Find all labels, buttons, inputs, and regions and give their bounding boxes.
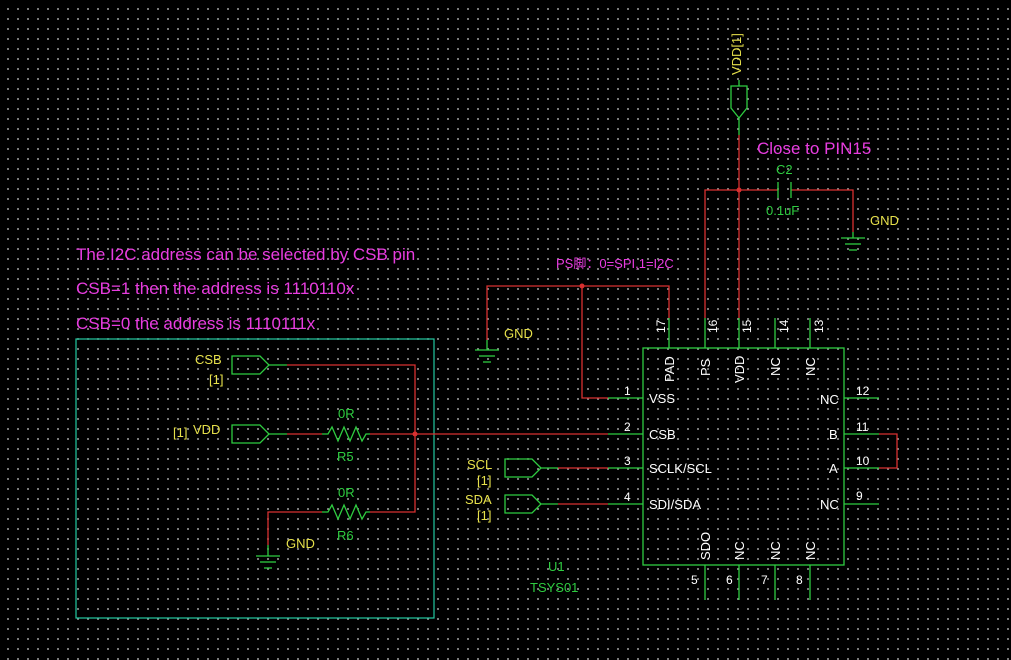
pin-name-nc7: NC	[768, 541, 783, 560]
r6-resistor-symbol	[322, 503, 370, 521]
ic-pin-stubs	[608, 318, 879, 600]
i2c-note-line3: CSB=0 the address is 1110111x	[76, 314, 316, 333]
scl-port-symbol	[504, 458, 542, 478]
i2c-note-line2: CSB=1 then the address is 1110110x	[76, 279, 355, 298]
pin-number-17: 17	[654, 319, 668, 333]
gnd-label-2: GND	[504, 326, 533, 341]
vdd-left-port-name: VDD	[193, 422, 220, 437]
pad-gnd-wire	[486, 285, 670, 340]
pin-name-nc6: NC	[732, 541, 747, 560]
c2-reference: C2	[776, 162, 793, 177]
gnd-label-3: GND	[286, 536, 315, 551]
pin-name-vss: VSS	[649, 391, 675, 406]
pin-number-8: 8	[796, 573, 803, 587]
csb-port-sheet: [1]	[209, 372, 223, 387]
pin-number-9: 9	[856, 489, 863, 503]
r6-reference: R6	[337, 528, 354, 543]
gnd-symbol-3	[256, 545, 280, 569]
c2-capacitor-symbol	[777, 182, 792, 198]
u1-part-number: TSYS01	[530, 580, 578, 595]
vdd-ps-wire	[704, 189, 778, 318]
vdd-top-port-label: VDD[1]	[729, 33, 744, 75]
pin-number-7: 7	[761, 573, 768, 587]
pin-number-13: 13	[812, 319, 826, 333]
gnd-symbol-1	[841, 232, 865, 251]
i2c-note-line1: The I2C address can be selected by CSB p…	[76, 245, 415, 264]
pin-number-1: 1	[624, 384, 631, 398]
csb-net-wire	[287, 364, 416, 513]
vdd-left-port-symbol	[231, 424, 270, 444]
pin-number-5: 5	[691, 573, 698, 587]
r5-resistor-symbol	[322, 425, 370, 443]
pin-name-sdo: SDO	[698, 532, 713, 560]
pin-name-nc12: NC	[820, 392, 839, 407]
pin-number-15: 15	[740, 319, 754, 333]
vss-wire	[581, 286, 608, 399]
scl-port-name: SCL	[467, 457, 492, 472]
pin-name-nc9: NC	[820, 497, 839, 512]
ab-loop-wire	[879, 433, 898, 469]
gnd-junction-dot	[579, 283, 585, 289]
ps-note: PS脚：0=SPI,1=I2C	[556, 256, 674, 271]
pin-name-b: B	[829, 427, 838, 442]
pin-name-sdi: SDI/SDA	[649, 497, 701, 512]
pin-number-12: 12	[856, 384, 870, 398]
pin-number-3: 3	[624, 454, 631, 468]
csb-port-symbol	[231, 355, 270, 375]
pin-number-14: 14	[777, 319, 791, 333]
c2-value: 0.1uF	[766, 203, 799, 218]
vdd-port-symbol	[730, 85, 748, 120]
vdd-left-port-sheet: [1]	[173, 425, 187, 440]
r6-value: 0R	[338, 485, 355, 500]
scl-port-sheet: [1]	[477, 473, 491, 488]
sda-port-symbol	[504, 494, 542, 514]
pin-name-ps: PS	[698, 358, 713, 376]
pin-number-6: 6	[726, 573, 733, 587]
pin-number-2: 2	[624, 420, 631, 434]
u1-ic-body	[642, 347, 845, 566]
r5-value: 0R	[338, 406, 355, 421]
r5-reference: R5	[337, 449, 354, 464]
u1-reference: U1	[548, 559, 565, 574]
sda-port-sheet: [1]	[477, 508, 491, 523]
pin-name-sclk: SCLK/SCL	[649, 461, 712, 476]
r6-gnd-wire	[267, 511, 322, 545]
pin-number-16: 16	[706, 319, 720, 333]
pin-name-nc8: NC	[803, 541, 818, 560]
pin-name-a: A	[829, 461, 838, 476]
sda-port-name: SDA	[465, 492, 492, 507]
pin-name-nc14: NC	[768, 357, 783, 376]
pin-name-pad: PAD	[662, 356, 677, 382]
pin-number-11: 11	[856, 420, 869, 434]
csb-port-name: CSB	[195, 352, 222, 367]
pin-name-nc13: NC	[803, 357, 818, 376]
pin-name-csb: CSB	[649, 427, 676, 442]
csb-junction-dot	[412, 431, 418, 437]
gnd-label-1: GND	[870, 213, 899, 228]
cap-gnd-wire	[791, 189, 854, 232]
gnd-symbol-2	[475, 340, 499, 363]
close-to-note: Close to PIN15	[757, 139, 871, 158]
pin-number-4: 4	[624, 490, 631, 504]
resistor-block-frame	[75, 338, 435, 619]
pin-name-vdd: VDD	[732, 356, 747, 383]
pin-number-10: 10	[856, 454, 870, 468]
